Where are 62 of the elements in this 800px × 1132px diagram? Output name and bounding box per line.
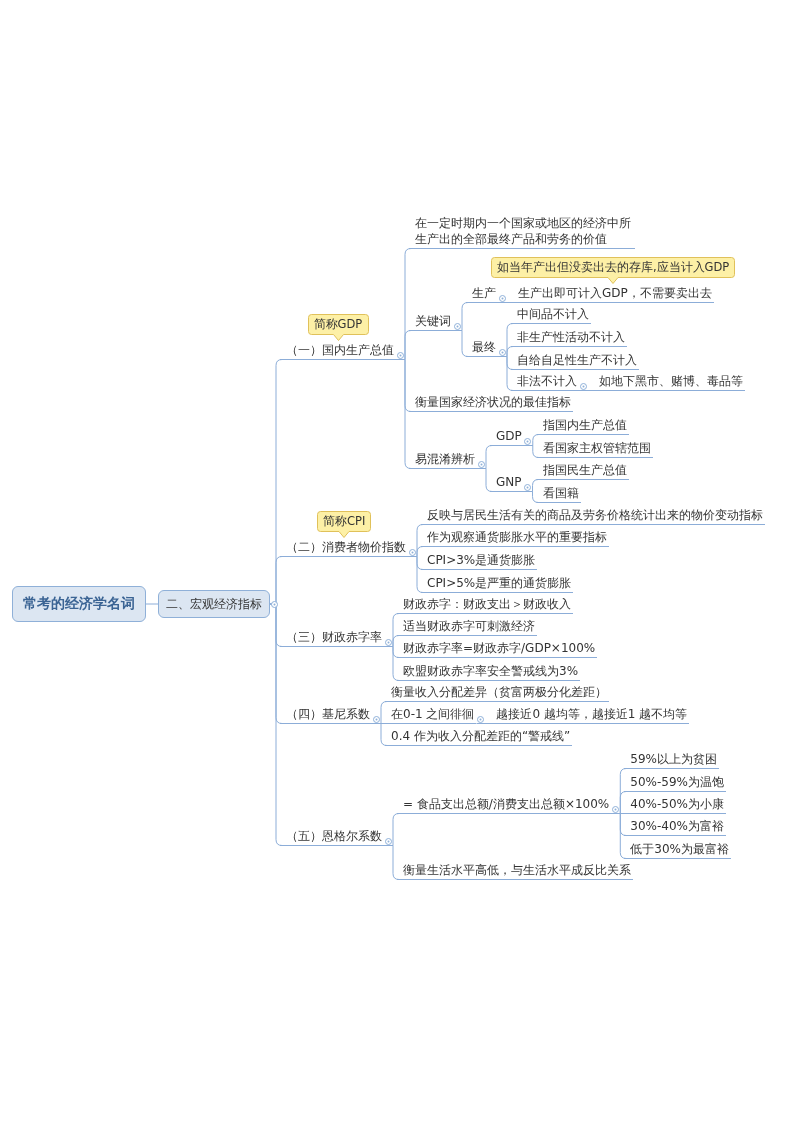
topic-label: 最终 [466, 339, 498, 357]
callout-bubble: 简称GDP [307, 314, 369, 341]
topic-label: GDP [490, 428, 524, 446]
connector-line [523, 445, 540, 458]
topic-label: 易混淆辨析 [409, 451, 477, 469]
topic-label: （三）财政赤字率 [280, 629, 384, 647]
topic-label: 财政赤字率=财政赤字/GDP×100% [397, 640, 598, 658]
callout-bubble: 如当年产出但没卖出去的存库,应当计入GDP [490, 257, 736, 284]
topic-label: 0.4 作为收入分配差距的“警戒线” [385, 728, 573, 746]
connector-line [497, 356, 514, 391]
topic-label: GNP [490, 474, 524, 492]
topic-label: （二）消费者物价指数 [280, 539, 408, 557]
topic-label: 低于30%为最富裕 [624, 841, 731, 859]
topic-label: 30%-40%为富裕 [624, 818, 726, 836]
topic-label: 非生产性活动不计入 [511, 329, 627, 347]
topic-label: 衡量生活水平高低，与生活水平成反比关系 [397, 862, 633, 880]
connector-line [407, 556, 424, 593]
connector-line [610, 813, 627, 859]
topic-label: 50%-59%为温饱 [624, 774, 726, 792]
topic-label: 中间品不计入 [511, 306, 591, 324]
topic-label: 非法不计入 [511, 373, 579, 391]
topic-label: （一）国内生产总值 [280, 342, 396, 360]
connector-line [383, 845, 400, 880]
topic-label: 反映与居民生活有关的商品及劳务价格统计出来的物价变动指标 [421, 507, 765, 525]
connector-line [145, 603, 159, 605]
connector-line [497, 302, 513, 303]
topic-label: 在0-1 之间徘徊 [385, 706, 477, 724]
connector-line [523, 491, 539, 503]
topic-label: 关键词 [409, 313, 453, 331]
topic-label: 40%-50%为小康 [624, 796, 726, 814]
topic-label: （五）恩格尔系数 [280, 828, 384, 846]
topic-label: 如地下黑市、赌博、毒品等 [593, 373, 745, 391]
topic-label: 生产 [466, 285, 498, 303]
topic-label: 59%以上为贫困 [624, 751, 719, 769]
main-topic-box: 二、宏观经济指标 [158, 590, 270, 618]
central-topic-box: 常考的经济学名词 [12, 586, 146, 622]
topic-label: 看国家主权管辖范围 [536, 440, 653, 458]
topic-label: 越接近0 越均等，越接近1 越不均等 [490, 706, 690, 724]
connector-line [452, 330, 469, 357]
connector-line [475, 723, 491, 724]
connector-line [476, 468, 493, 492]
callout-bubble: 简称CPI [317, 511, 372, 538]
topic-label: CPI>3%是通货膨胀 [421, 552, 538, 570]
topic-label: （四）基尼系数 [280, 706, 372, 724]
topic-label: 在一定时期内一个国家或地区的经济中所生产出的全部最终产品和劳务的价值 [409, 215, 635, 249]
connector-line [371, 723, 388, 746]
topic-label: = 食品支出总额/消费支出总额×100% [397, 796, 612, 814]
connector-line [395, 359, 412, 469]
topic-label: 看国籍 [536, 485, 581, 503]
topic-label: 指国民生产总值 [536, 462, 629, 480]
topic-label: 欧盟财政赤字率安全警戒线为3% [397, 663, 581, 681]
topic-label: 财政赤字：财政支出＞财政收入 [397, 596, 573, 614]
topic-label: CPI>5%是严重的通货膨胀 [421, 575, 574, 593]
topic-label: 自给自足性生产不计入 [511, 352, 639, 370]
connector-line [383, 646, 400, 681]
topic-label: 指国内生产总值 [536, 417, 629, 435]
topic-label: 衡量收入分配差异（贫富两极分化差距） [385, 684, 609, 702]
topic-label: 衡量国家经济状况的最佳指标 [409, 394, 573, 412]
topic-label: 生产出即可计入GDP，不需要卖出去 [512, 285, 714, 303]
topic-label: 适当财政赤字可刺激经济 [397, 618, 537, 636]
connector-line [578, 390, 594, 391]
topic-label: 作为观察通货膨胀水平的重要指标 [421, 529, 609, 547]
